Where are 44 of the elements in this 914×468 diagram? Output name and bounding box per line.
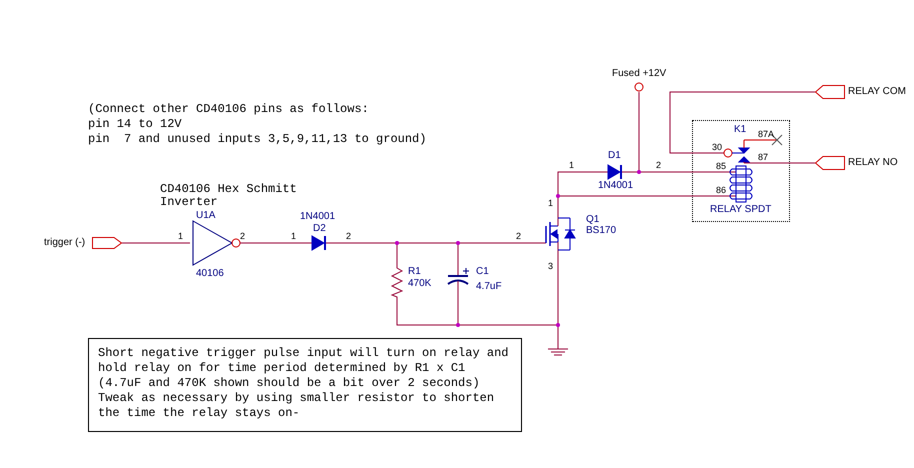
component-designator: R1	[408, 266, 421, 277]
pin-number: 86	[716, 186, 726, 196]
part-number: 40106	[196, 268, 224, 279]
note-text: (Connect other CD40106 pins as follows:	[88, 102, 369, 117]
component-designator: Q1	[586, 214, 600, 225]
wire	[670, 92, 816, 154]
pin-number: 1	[291, 232, 296, 242]
wire	[246, 242, 298, 244]
wire	[790, 162, 816, 164]
pin-number: 2	[516, 232, 522, 242]
pin-number: 30	[712, 143, 722, 153]
component-designator: D2	[313, 223, 326, 234]
pin-number: 87	[758, 153, 768, 163]
part-number: BS170	[586, 225, 616, 236]
pin-number: 3	[548, 262, 554, 272]
pin-number: 85	[716, 162, 726, 172]
relay-box	[692, 120, 790, 222]
port-label: trigger (-)	[44, 237, 86, 248]
component-designator: C1	[476, 266, 489, 277]
pin-number: 2	[346, 232, 352, 242]
supply-label: Fused +12V	[612, 68, 666, 79]
component-name: RELAY SPDT	[710, 204, 772, 215]
component-value: 4.7uF	[476, 281, 502, 292]
port-label: RELAY COM	[848, 86, 906, 97]
part-number: 1N4001	[598, 180, 634, 191]
pin-number: 2	[240, 232, 246, 242]
component-designator: D1	[608, 150, 621, 161]
pin-number: 87A	[758, 130, 774, 140]
note-text: pin 7 and unused inputs 3,5,9,11,13 to ground)	[88, 132, 426, 147]
component-designator: K1	[734, 124, 746, 135]
port-label: RELAY NO	[848, 157, 898, 168]
note-text: pin 14 to 12V	[88, 117, 182, 132]
wire	[558, 196, 692, 210]
pin-number: 2	[656, 161, 662, 171]
note-text: Short negative trigger pulse input will turn on relay and hold relay on for time period determined by R1 x C1 (4.7uF and 470K shown should be a bit over 2 seconds) Tweak as necessary by using smaller resistor to shorten the time the relay stays on-	[98, 346, 510, 421]
pin-number: 1	[548, 199, 554, 209]
pin-number: 1	[569, 161, 574, 171]
pin-number: 1	[178, 232, 184, 242]
part-number: 1N4001	[300, 211, 336, 222]
wire	[122, 242, 190, 244]
component-value: 470K	[408, 278, 432, 289]
note-box	[88, 338, 522, 432]
component-designator: U1A	[196, 210, 216, 221]
component-description: CD40106 Hex Schmitt Inverter	[160, 183, 298, 209]
